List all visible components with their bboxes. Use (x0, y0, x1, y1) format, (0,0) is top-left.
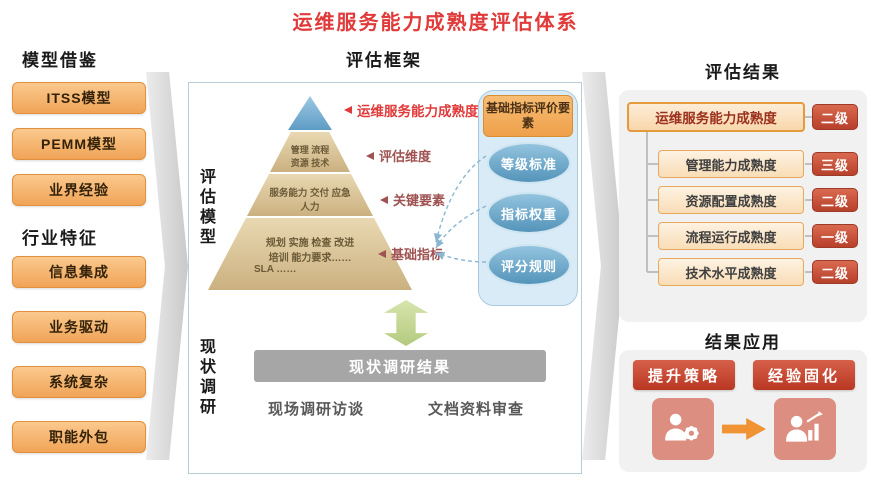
technology-level-badge: 二级 (812, 260, 858, 284)
onsite-interview-label: 现场调研访谈 (268, 401, 365, 418)
industry-item-integration: 信息集成 (12, 256, 146, 288)
tree-branch-line (647, 199, 658, 201)
root-level-badge: 二级 (812, 104, 858, 130)
resource-level-badge: 二级 (812, 188, 858, 212)
child-management-maturity: 管理能力成熟度 (658, 150, 804, 178)
pyramid-level3-text2: 人力 (300, 202, 320, 213)
pyramid-level4-text2: 培训 能力要求…… (268, 252, 352, 264)
badge-connector (805, 163, 812, 165)
model-item-itss: ITSS模型 (12, 82, 146, 114)
child-technology-maturity: 技术水平成熟度 (658, 258, 804, 286)
framework-header: 评估框架 (346, 51, 422, 70)
experience-solidify-box: 经验固化 (753, 360, 855, 390)
improvement-strategy-box: 提升策略 (633, 360, 735, 390)
model-reference-header: 模型借鉴 (22, 51, 98, 70)
tree-branch-line (647, 271, 658, 273)
strategy-tile (652, 398, 714, 460)
left-arrow-icon (378, 249, 386, 258)
model-item-pemm: PEMM模型 (12, 128, 146, 160)
oval-scoring-rule: 评分规则 (487, 244, 571, 286)
oval-grade-standard: 等级标准 (487, 142, 571, 184)
industry-item-business: 业务驱动 (12, 311, 146, 343)
assessment-model-side-label: 评估模型 (197, 168, 214, 248)
flow-arrow-left (146, 72, 188, 460)
pyramid-level4-text1: 规划 实施 检查 改进 (265, 237, 355, 249)
callout-base-indicator-label: 基础指标 (391, 247, 444, 262)
model-item-experience: 业界经验 (12, 174, 146, 206)
left-arrow-icon (344, 106, 352, 114)
survey-result-bar: 现状调研结果 (254, 350, 546, 382)
tree-branch-line (647, 235, 658, 237)
callout-key-element-label: 关键要素 (393, 193, 446, 208)
maturity-root-box: 运维服务能力成熟度 (627, 102, 805, 132)
management-level-badge: 三级 (812, 152, 858, 176)
child-process-maturity: 流程运行成熟度 (658, 222, 804, 250)
child-resource-maturity: 资源配置成熟度 (658, 186, 804, 214)
industry-item-outsource: 职能外包 (12, 421, 146, 453)
badge-connector (805, 271, 812, 273)
diagram-title: 运维服务能力成熟度评估体系 (292, 12, 579, 34)
callout-key-element: 关键要素 (380, 190, 445, 209)
tree-branch-line (647, 163, 658, 165)
result-application-header: 结果应用 (705, 333, 781, 352)
document-review-label: 文档资料审查 (428, 401, 525, 418)
callout-maturity: 运维服务能力成熟度 (344, 100, 479, 120)
callout-dimension-label: 评估维度 (379, 149, 432, 164)
badge-connector (805, 235, 812, 237)
callout-maturity-label: 运维服务能力成熟度 (357, 104, 479, 119)
tree-trunk-line (646, 132, 648, 272)
badge-connector (805, 116, 812, 118)
badge-connector (805, 199, 812, 201)
assessment-result-header: 评估结果 (705, 63, 781, 82)
pyramid-level4-text3: SLA …… (254, 263, 297, 275)
oval-indicator-weight: 指标权重 (487, 192, 571, 234)
gear-person-icon (665, 413, 699, 441)
pyramid-level3-text1: 服务能力 交付 应急 (269, 188, 351, 199)
pyramid-level-elements: 服务能力 交付 应急 人力 (247, 174, 373, 216)
process-level-badge: 一级 (812, 224, 858, 248)
left-arrow-icon (366, 151, 374, 160)
flow-arrow-right (582, 72, 624, 460)
industry-item-complex: 系统复杂 (12, 366, 146, 398)
indicator-panel-header: 基础指标评价要素 (483, 95, 573, 137)
pyramid-level2-text1: 管理 流程 (290, 145, 330, 155)
current-survey-side-label: 现状调研 (197, 338, 214, 418)
person-chart-icon (786, 411, 823, 442)
industry-feature-header: 行业特征 (22, 229, 98, 248)
experience-tile (774, 398, 836, 460)
callout-base-indicator: 基础指标 (378, 244, 443, 263)
dashed-arrows (433, 155, 487, 263)
left-arrow-icon (380, 195, 388, 204)
pyramid-level2-text2: 资源 技术 (290, 158, 330, 168)
callout-dimension: 评估维度 (366, 146, 431, 165)
